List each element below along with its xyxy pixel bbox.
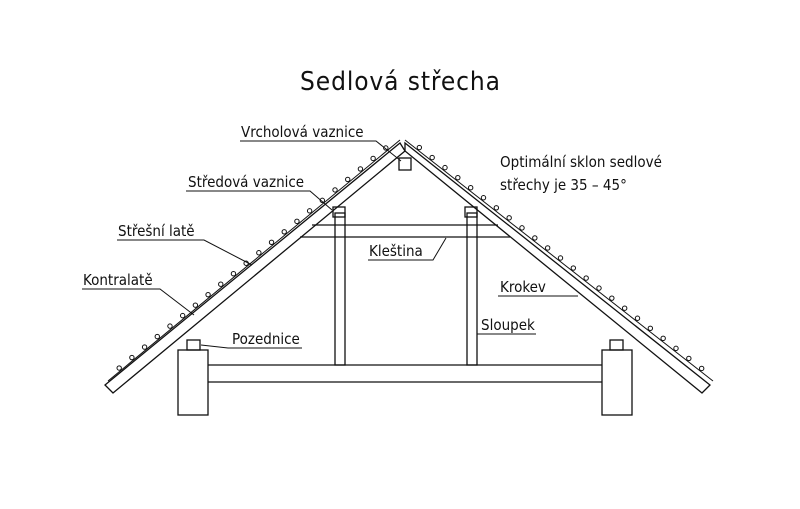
diagram-title: Sedlová střecha xyxy=(300,67,500,97)
wall-plate-left xyxy=(186,339,201,351)
ridge-purlin xyxy=(398,157,412,171)
batten xyxy=(698,365,705,372)
label-post: Sloupek xyxy=(481,316,535,334)
batten xyxy=(383,145,389,151)
batten xyxy=(686,355,692,362)
batten xyxy=(281,229,287,235)
wall-right xyxy=(601,349,633,416)
battens xyxy=(116,144,705,372)
batten xyxy=(493,205,500,211)
label-battens: Střešní latě xyxy=(118,222,195,240)
batten xyxy=(621,305,628,311)
batten xyxy=(429,154,435,161)
batten xyxy=(129,354,135,361)
batten xyxy=(268,239,275,245)
batten xyxy=(141,344,148,350)
batten xyxy=(570,265,577,271)
post-left xyxy=(334,212,346,366)
batten xyxy=(467,185,474,191)
batten xyxy=(609,295,615,301)
batten xyxy=(154,333,160,340)
batten xyxy=(218,281,224,287)
label-rafter: Krokev xyxy=(500,278,546,296)
label-wall-plate: Pozednice xyxy=(232,330,300,348)
label-middle-purlin: Středová vaznice xyxy=(188,173,304,191)
wall-left xyxy=(177,349,209,416)
batten xyxy=(306,208,313,214)
batten xyxy=(673,345,679,352)
batten xyxy=(294,218,300,225)
batten xyxy=(357,166,364,172)
batten xyxy=(506,215,512,221)
batten xyxy=(442,164,448,171)
batten xyxy=(345,176,351,183)
wall-plate-right xyxy=(609,339,624,351)
collar-beam xyxy=(300,224,510,238)
batten xyxy=(660,335,666,342)
batten xyxy=(519,225,525,231)
post-right xyxy=(466,212,478,366)
label-ridge-purlin: Vrcholová vaznice xyxy=(241,123,364,141)
batten xyxy=(647,325,654,331)
middle-purlin-right xyxy=(464,206,478,218)
note-line-1: Optimální sklon sedlové xyxy=(500,153,662,171)
tie-beam xyxy=(208,364,602,383)
note-line-2: střechy je 35 – 45° xyxy=(500,176,627,194)
batten xyxy=(480,195,487,201)
batten xyxy=(416,144,423,151)
middle-purlin-left xyxy=(332,206,346,218)
batten xyxy=(256,250,262,256)
batten xyxy=(532,235,538,241)
batten xyxy=(634,315,641,321)
batten xyxy=(557,255,564,261)
batten xyxy=(167,323,173,329)
batten xyxy=(596,285,602,291)
batten xyxy=(230,271,237,277)
batten xyxy=(583,275,589,281)
label-counter-battens: Kontralatě xyxy=(83,271,153,289)
batten xyxy=(455,174,461,181)
batten xyxy=(332,187,338,193)
batten xyxy=(179,312,186,319)
batten xyxy=(544,245,551,251)
label-collar-beam: Kleština xyxy=(369,242,423,260)
batten xyxy=(192,302,199,308)
batten xyxy=(116,365,122,371)
rafter-right xyxy=(404,139,714,394)
batten xyxy=(205,291,211,298)
batten xyxy=(370,155,376,162)
